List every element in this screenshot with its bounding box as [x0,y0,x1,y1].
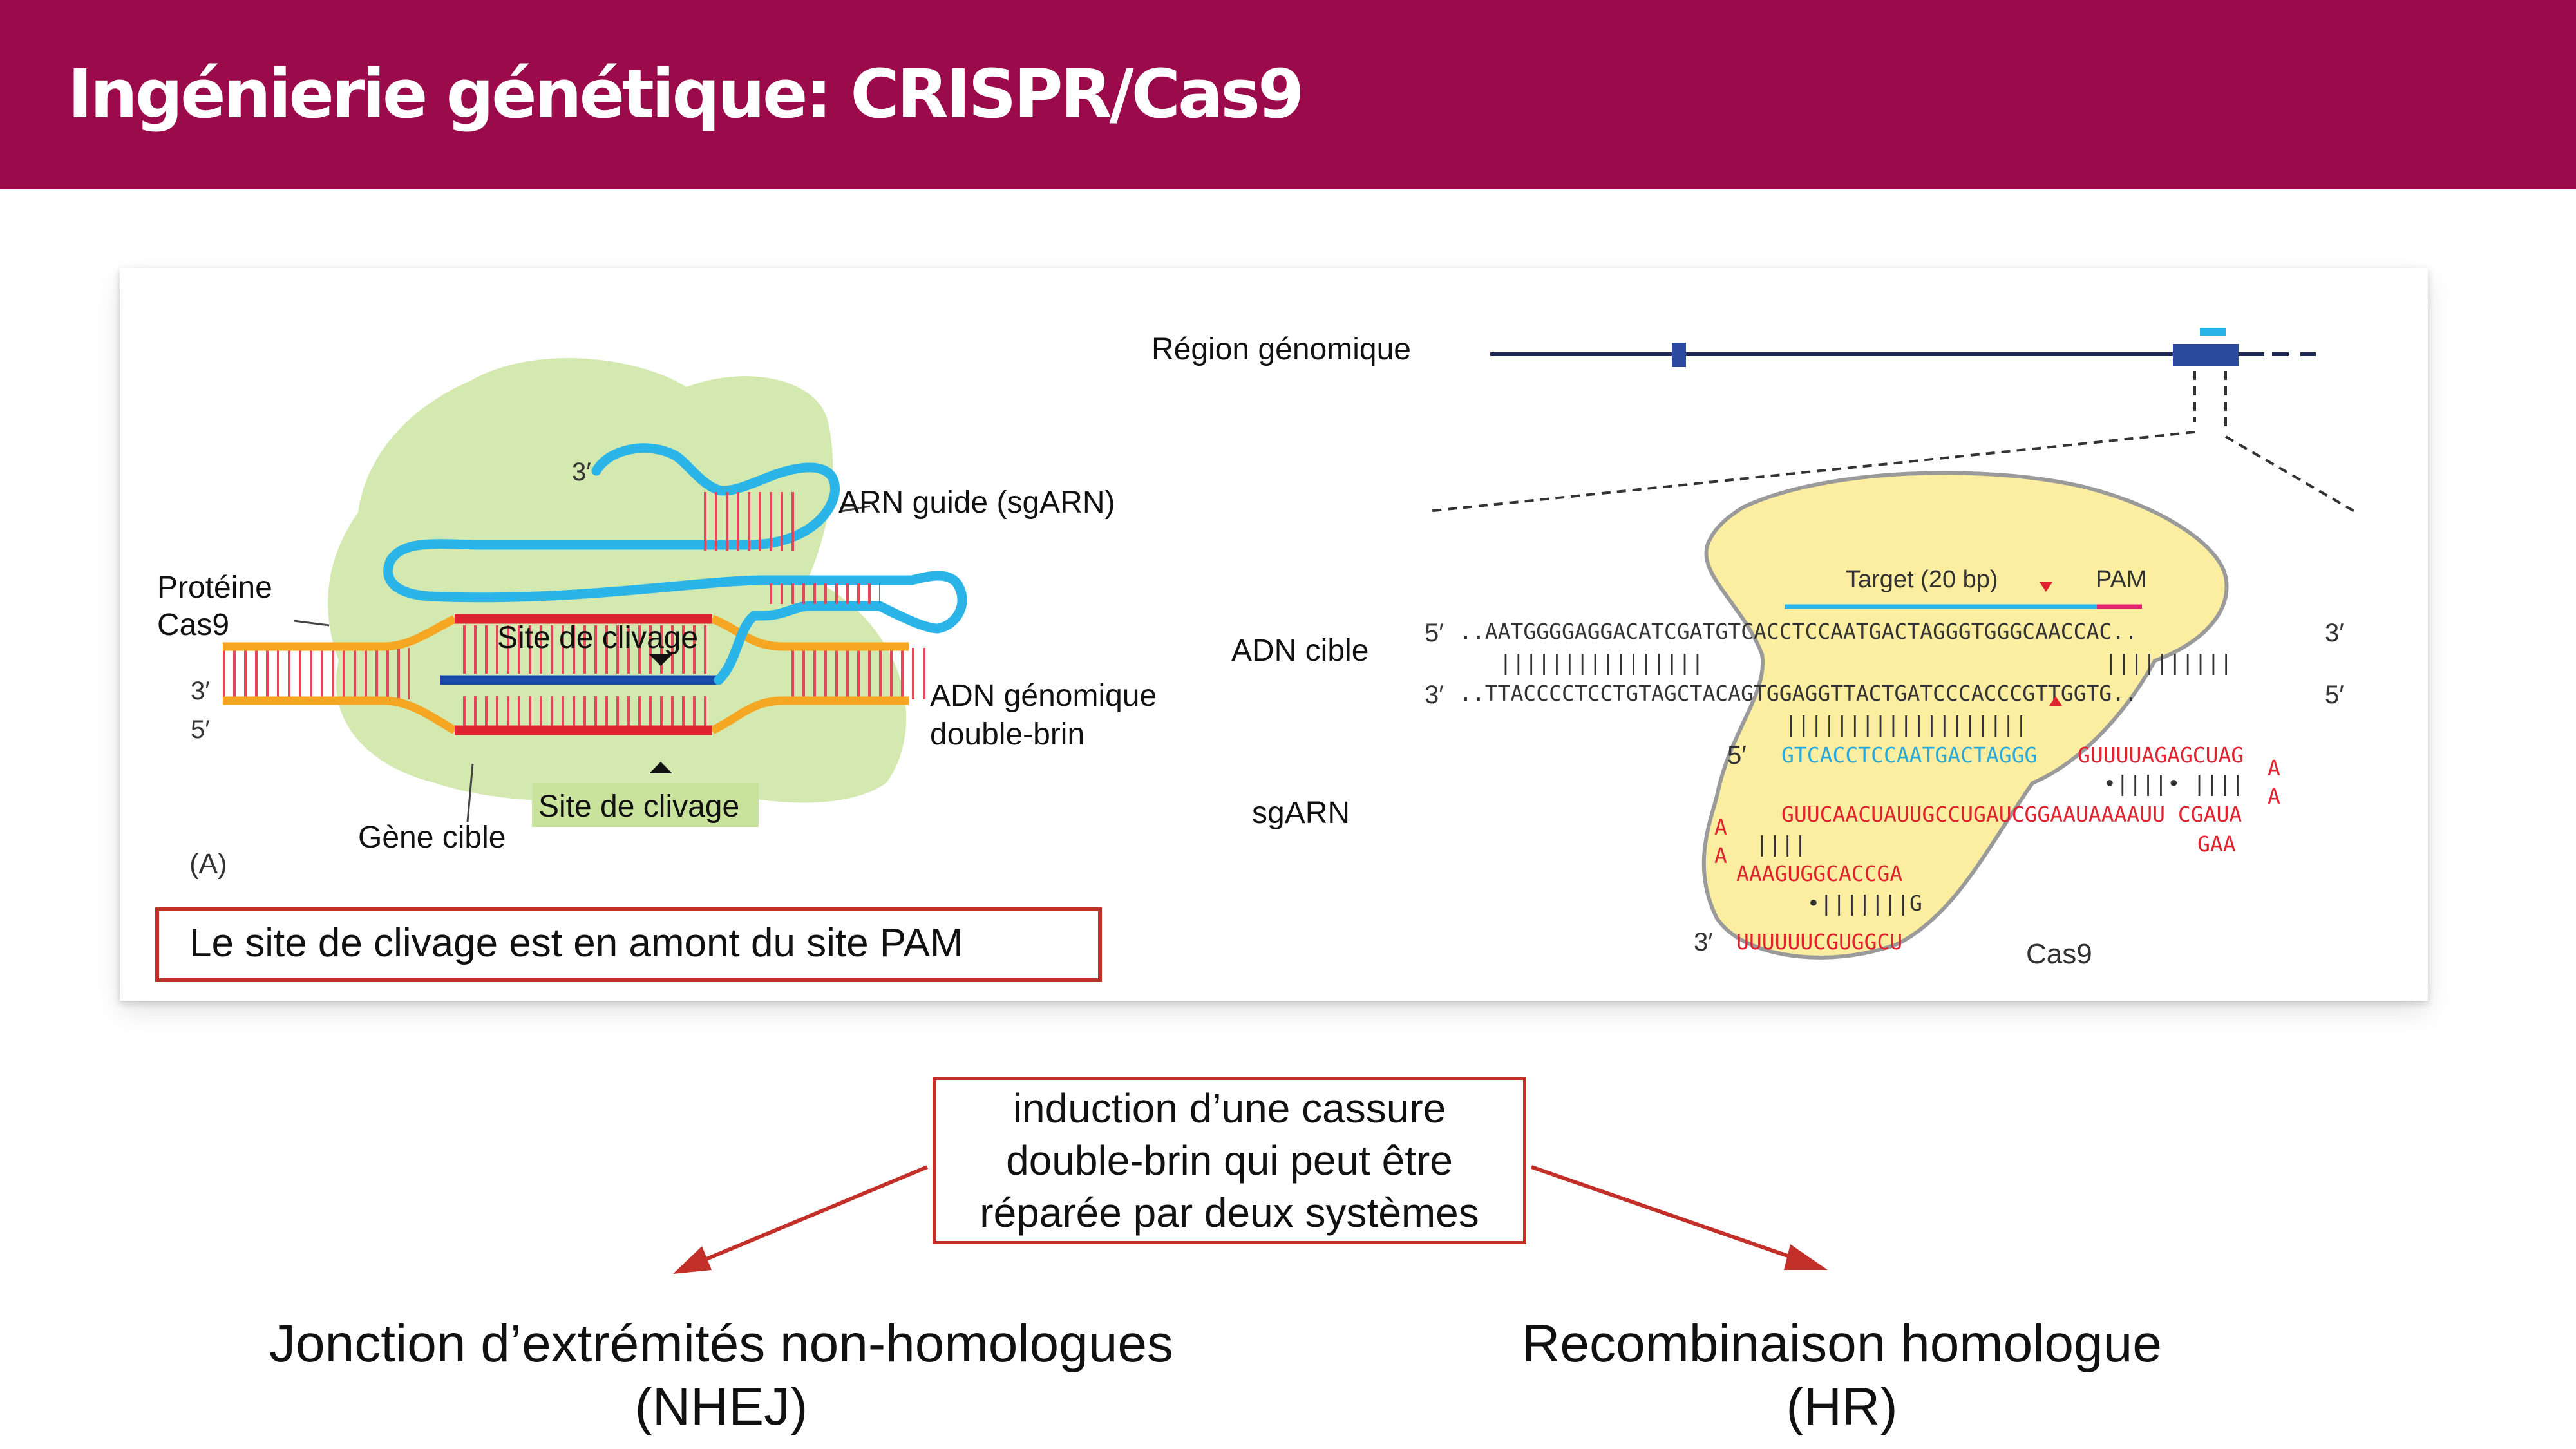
rna-left-a2: A [1714,843,1727,868]
rna-dna-rungs [455,625,712,674]
target-mark [2200,328,2226,336]
leader-gene [466,763,474,822]
adn-label: ADN génomique double-brin [930,679,1157,752]
exon-target [2173,344,2239,366]
sgrna-loop-rungs [699,492,796,551]
rna-3prime: 3′ [1694,928,1713,956]
cas9-yellow-blob [1701,471,2229,960]
bot-part-b: ACAGTGGAGGTTACTGATCCCACCC [1703,681,2023,706]
sgrna-hairpin-rungs [764,583,880,604]
rna-loop-a1: A [2268,755,2280,781]
sgarn-label: sgARN [1252,796,1350,830]
dna-strand-bottom-left [223,696,457,734]
bottom-5prime: 5′ [2325,681,2344,709]
top-pairs-left: |||||||||||||||| [1499,650,1704,675]
slide-title: Ingénierie génétique: CRISPR/Cas9 [68,55,1304,133]
rna-tail-seq: UUUUUUCGUGGCU [1736,929,1902,954]
bot-dots: .. [1459,681,1485,706]
site-bottom-highlight [532,783,759,827]
rna-stem-seq: AAAGUGGCACCGA [1736,861,1902,886]
leader-proteine [293,620,330,627]
title-bar [0,0,2576,189]
arrow-left-shaft [697,1165,929,1264]
leader-guide [840,505,871,513]
top-strand: ..AATGGGGAGGACATCGATGTCACCTCCAATGACTAGGG… [1459,619,2137,644]
cleavage-marker-top [649,654,672,666]
zoom-line-4 [2224,435,2356,513]
rna-5prime: 5′ [1727,741,1747,770]
process-box: induction d’une cassure double-brin qui … [933,1077,1526,1244]
hr-label: Recombinaison homologue (HR) [1522,1314,2162,1436]
cas9-protein-blob [328,358,907,803]
proteine-label-text-line: Protéine [157,571,272,605]
target-label: Target (20 bp) [1846,566,1998,593]
site-bottom-label: Site de clivage [538,790,739,824]
gene-label: Gène cible [358,820,506,855]
five-prime-dna: 5′ [191,715,210,744]
arrow-right-head [1784,1244,1828,1270]
dna-strand-top-right [710,614,909,651]
top-part-c: CAACCAC.. [2022,619,2137,644]
guide-label: ARN guide (sgARN) [838,486,1115,520]
rna-pairs-1: •||||• |||| [2103,771,2244,796]
dna-strand-top-left [223,615,457,651]
cleavage-marker-bottom [649,762,672,773]
zoom-line-3 [1426,431,2195,513]
rna-loop-a2: A [2268,784,2280,809]
top-dots: .. [1459,619,1485,644]
rna-pairs-2: |||| [1756,831,1806,857]
adn-label-text-line: double-brin [930,717,1084,752]
rna-left-a1: A [1714,815,1727,840]
cas9-label: Cas9 [2026,938,2092,970]
nhej-label: Jonction d’extrémités non-homologues (NH… [269,1314,1173,1436]
panel-b: Région génomique Target (20 bp) PAM ADN … [1151,328,2356,970]
three-prime-guide: 3′ [572,458,591,486]
panel-letter: (A) [189,848,227,880]
pam-label: PAM [2096,566,2147,593]
arrow-left-head [673,1246,712,1274]
bot-part-c: GTTGGTG.. [2022,681,2137,706]
dna-rungs-right [783,648,931,699]
site-top-label: Site de clivage [497,621,698,655]
note-box [155,907,1102,982]
top-5prime: 5′ [1425,619,1444,647]
top-part-b: CGATGTCACCTCCAATGACTAGGGTGGG [1664,619,2022,644]
proteine-label-text-line: Cas9 [157,608,229,642]
dna-rungs-left [223,648,410,699]
dna-sequences: ..AATGGGGAGGACATCGATGTCACCTCCAATGACTAGGG… [1459,619,2233,737]
adn-cible-label: ADN cible [1231,634,1368,668]
top-pairs-right: |||||||||| [2105,650,2233,675]
bottom-3prime: 3′ [1425,681,1444,709]
sgrna-sequences: 5′ GTCACCTCCAATGACTAGGG GUUUUAGAGCUAG A … [1694,741,2280,956]
bot-part-a: TTACCCCTCCTGTAGCT [1485,681,1703,706]
top-part-a: AATGGGGAGGACAT [1485,619,1664,644]
sgrna-scaffold [383,443,967,685]
rna-gaa: GAA [2197,831,2236,857]
three-prime-dna: 3′ [191,677,210,705]
exon-small [1672,343,1686,367]
rna-spacer-seq: GTCACCTCCAATGACTAGGG [1781,743,2037,768]
adn-label-text-line: ADN génomique [930,679,1157,713]
bottom-strand: ..TTACCCCTCCTGTAGCTACAGTGGAGGTTACTGATCCC… [1459,681,2137,706]
rna-pairs-3: •|||||||G [1807,891,1922,916]
top-3prime: 3′ [2325,619,2344,647]
rna-dna-pairs: ||||||||||||||||||| [1785,712,2028,737]
adn-label-text: ADN génomique double-brin [930,679,1157,752]
rna-antirepeat-seq: GUUCAACUAUUGCCUGAUCGGAAUAAAAUU CGAUA [1781,802,2242,827]
cut-marker-bottom [2049,696,2062,706]
rna-repeat-seq: GUUUUAGAGCUAG [2078,743,2244,768]
cut-marker-top [2040,582,2052,592]
arrow-right-shaft [1531,1165,1797,1261]
dna-bubble-rungs [455,696,712,728]
note-text: Le site de clivage est en amont du site … [189,921,963,965]
dna-strand-bottom-right [710,696,909,734]
region-label: Région génomique [1151,332,1411,366]
